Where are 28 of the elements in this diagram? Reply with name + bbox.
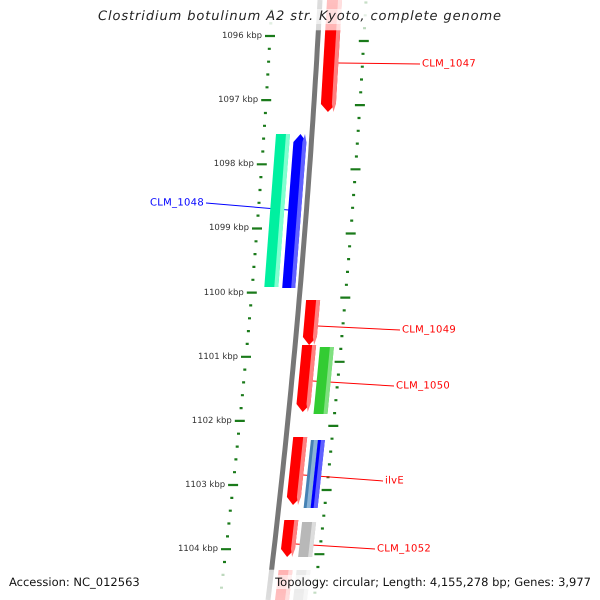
- gene-label: ilvE: [385, 476, 404, 486]
- gene-feature: [314, 347, 334, 414]
- scale-label: 1098 kbp: [214, 159, 254, 170]
- scale-label: 1102 kbp: [192, 416, 232, 426]
- gene-feature: [296, 345, 316, 412]
- gene-label: CLM_1052: [377, 544, 432, 554]
- gene-label: CLM_1048: [150, 198, 204, 208]
- scale-label: 1104 kbp: [178, 544, 218, 554]
- gene-feature: [302, 300, 320, 345]
- gene-feature: [286, 437, 308, 505]
- leader-line: [317, 326, 400, 330]
- accession-text: Accession: NC_012563: [9, 575, 140, 589]
- scale-label: 1103 kbp: [185, 480, 226, 490]
- gene-feature: [310, 440, 325, 508]
- diagram-title: Clostridium botulinum A2 str. Kyoto, complete genome: [98, 9, 502, 24]
- leader-line: [338, 62, 420, 64]
- gene-feature: [298, 522, 316, 557]
- scale-label: 1100 kbp: [204, 288, 244, 298]
- gene-feature: [281, 520, 298, 557]
- scale-label: 1097 kbp: [218, 95, 258, 106]
- gene-label: CLM_1050: [396, 380, 450, 392]
- scale-label: 1101 kbp: [198, 352, 238, 362]
- scale-label: 1096 kbp: [222, 31, 262, 41]
- genome-summary: Topology: circular; Length: 4,155,278 bp; Genes: 3,977: [275, 575, 591, 589]
- gene-label: CLM_1047: [422, 58, 476, 70]
- scale-label: 1099 kbp: [209, 223, 250, 234]
- gene-feature: [282, 134, 306, 288]
- gene-label: CLM_1049: [402, 324, 456, 336]
